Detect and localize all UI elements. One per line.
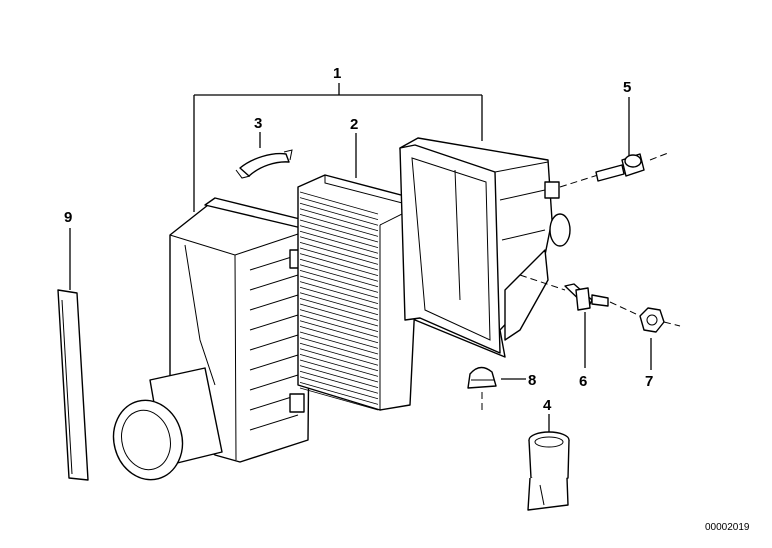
filter-pleat-line (299, 247, 379, 271)
filter-pleat-line (299, 331, 379, 355)
filter-pleat-line (299, 197, 379, 220)
retaining-clip-part (235, 149, 293, 179)
screw-part (559, 152, 669, 188)
stud-bolt-part (519, 274, 637, 315)
filter-pleat-line (299, 298, 379, 321)
filter-pleat-line (299, 309, 379, 332)
filter-pleat-line (299, 253, 379, 276)
filter-pleats (299, 191, 379, 411)
filter-pleat-line (299, 348, 379, 372)
filter-pleat-line (299, 359, 379, 383)
callout-labels: 1 2 3 4 5 6 7 8 9 00002019 (64, 65, 750, 533)
leader-lines (69, 97, 652, 432)
filter-pleat-line (299, 342, 379, 366)
air-filter-housing-upper-part (399, 137, 571, 358)
filter-pleat-line (299, 230, 379, 254)
callout-2: 2 (350, 116, 358, 133)
filter-pleat-line (299, 292, 379, 316)
filter-pleat-line (299, 275, 379, 299)
callout-8: 8 (528, 372, 536, 389)
callout-9: 9 (64, 209, 72, 226)
filter-pleat-line (299, 225, 379, 248)
document-number: 00002019 (705, 522, 750, 533)
callout-7: 7 (645, 373, 653, 390)
filter-pleat-line (299, 382, 379, 405)
filter-element-part (297, 174, 421, 411)
filter-pleat-line (299, 219, 379, 243)
rubber-sleeve-part (527, 431, 570, 511)
filter-pleat-line (299, 337, 379, 360)
filter-pleat-line (299, 376, 379, 400)
sealing-strip-part (57, 289, 89, 481)
rubber-cap-part (467, 366, 497, 412)
callout-3: 3 (254, 115, 262, 132)
callout-1: 1 (333, 65, 341, 82)
filter-pleat-line (299, 303, 379, 327)
callout-5: 5 (623, 79, 631, 96)
filter-pleat-line (299, 314, 379, 338)
filter-pleat-line (299, 326, 379, 349)
filter-pleat-line (299, 354, 379, 377)
filter-pleat-line (299, 281, 379, 304)
filter-pleat-line (299, 202, 379, 226)
filter-pleat-line (299, 208, 379, 232)
filter-pleat-line (299, 270, 379, 293)
air-filter-housing-lower-part (112, 197, 313, 481)
filter-pleat-line (299, 242, 379, 265)
filter-pleat-line (299, 258, 379, 282)
filter-pleat-line (299, 370, 379, 394)
assembly-bracket (193, 83, 483, 212)
filter-pleat-line (299, 191, 379, 215)
callout-4: 4 (543, 397, 552, 414)
filter-pleat-line (299, 264, 379, 288)
filter-pleat-line (299, 365, 379, 388)
filter-pleat-line (299, 286, 379, 310)
filter-pleat-line (299, 320, 379, 344)
nut-part (639, 307, 681, 333)
filter-pleat-line (299, 214, 379, 237)
filter-pleat-line (299, 236, 379, 260)
callout-6: 6 (579, 373, 587, 390)
filter-pleat-line (299, 387, 379, 411)
